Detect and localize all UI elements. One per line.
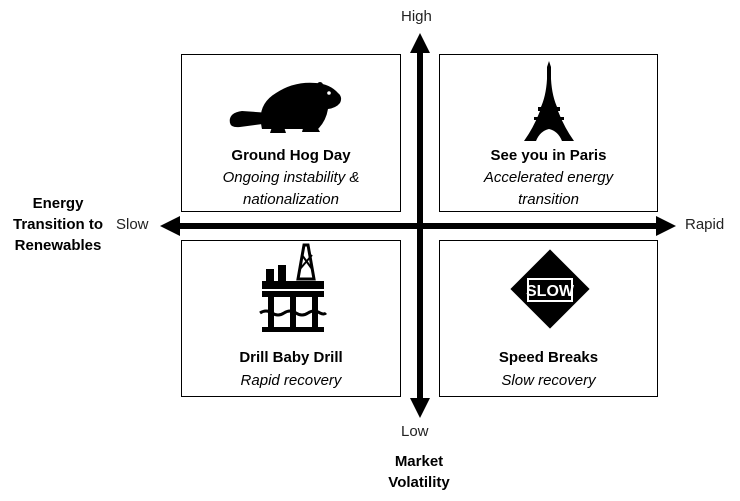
quadrant-speed-breaks: SLOW Speed Breaks Slow recovery (439, 240, 658, 397)
axis-title-line: Transition to (13, 216, 103, 233)
axis-title-line: Market (394, 453, 444, 470)
quadrant-drill-baby-drill: Drill Baby Drill Rapid recovery (181, 240, 401, 397)
axis-title-line: Renewables (14, 237, 102, 254)
description-line: Slow recovery (501, 372, 596, 389)
eiffel-tower-icon (524, 61, 574, 141)
description-line: Rapid recovery (240, 372, 342, 389)
axis-slow-label: Slow (116, 216, 149, 233)
axis-high-label: High (401, 8, 432, 25)
quadrant-description: Accelerated energy transition (440, 167, 657, 211)
svg-text:SLOW: SLOW (526, 283, 575, 300)
vertical-axis-title: Market Volatility (366, 451, 472, 493)
oil-rig-icon (259, 243, 328, 332)
quadrant-description: Slow recovery (440, 370, 657, 392)
axis-title-line: Volatility (388, 474, 450, 491)
axis-rapid-label: Rapid (685, 216, 725, 233)
axis-title-line: Energy (32, 195, 84, 212)
description-line: transition (518, 191, 579, 208)
description-line: nationalization (243, 191, 339, 208)
quadrant-title: See you in Paris (490, 147, 607, 164)
description-line: Ongoing instability & (222, 169, 360, 186)
quadrant-title: Ground Hog Day (231, 147, 351, 164)
quadrant-description: Rapid recovery (182, 370, 400, 392)
quadrant-ground-hog-day: Ground Hog Day Ongoing instability & nat… (181, 54, 401, 212)
horizontal-axis-title: Energy Transition to Renewables (2, 193, 114, 256)
slow-sign-icon: SLOW (510, 249, 590, 329)
quadrant-description: Ongoing instability & nationalization (182, 167, 400, 211)
beaver-icon (229, 82, 342, 133)
quadrant-title: Speed Breaks (498, 349, 599, 366)
axis-low-label: Low (401, 423, 429, 440)
quadrant-title: Drill Baby Drill (239, 349, 343, 366)
description-line: Accelerated energy (483, 169, 614, 186)
quadrant-see-you-in-paris: See you in Paris Accelerated energy tran… (439, 54, 658, 212)
horizontal-axis-arrow (160, 216, 676, 236)
